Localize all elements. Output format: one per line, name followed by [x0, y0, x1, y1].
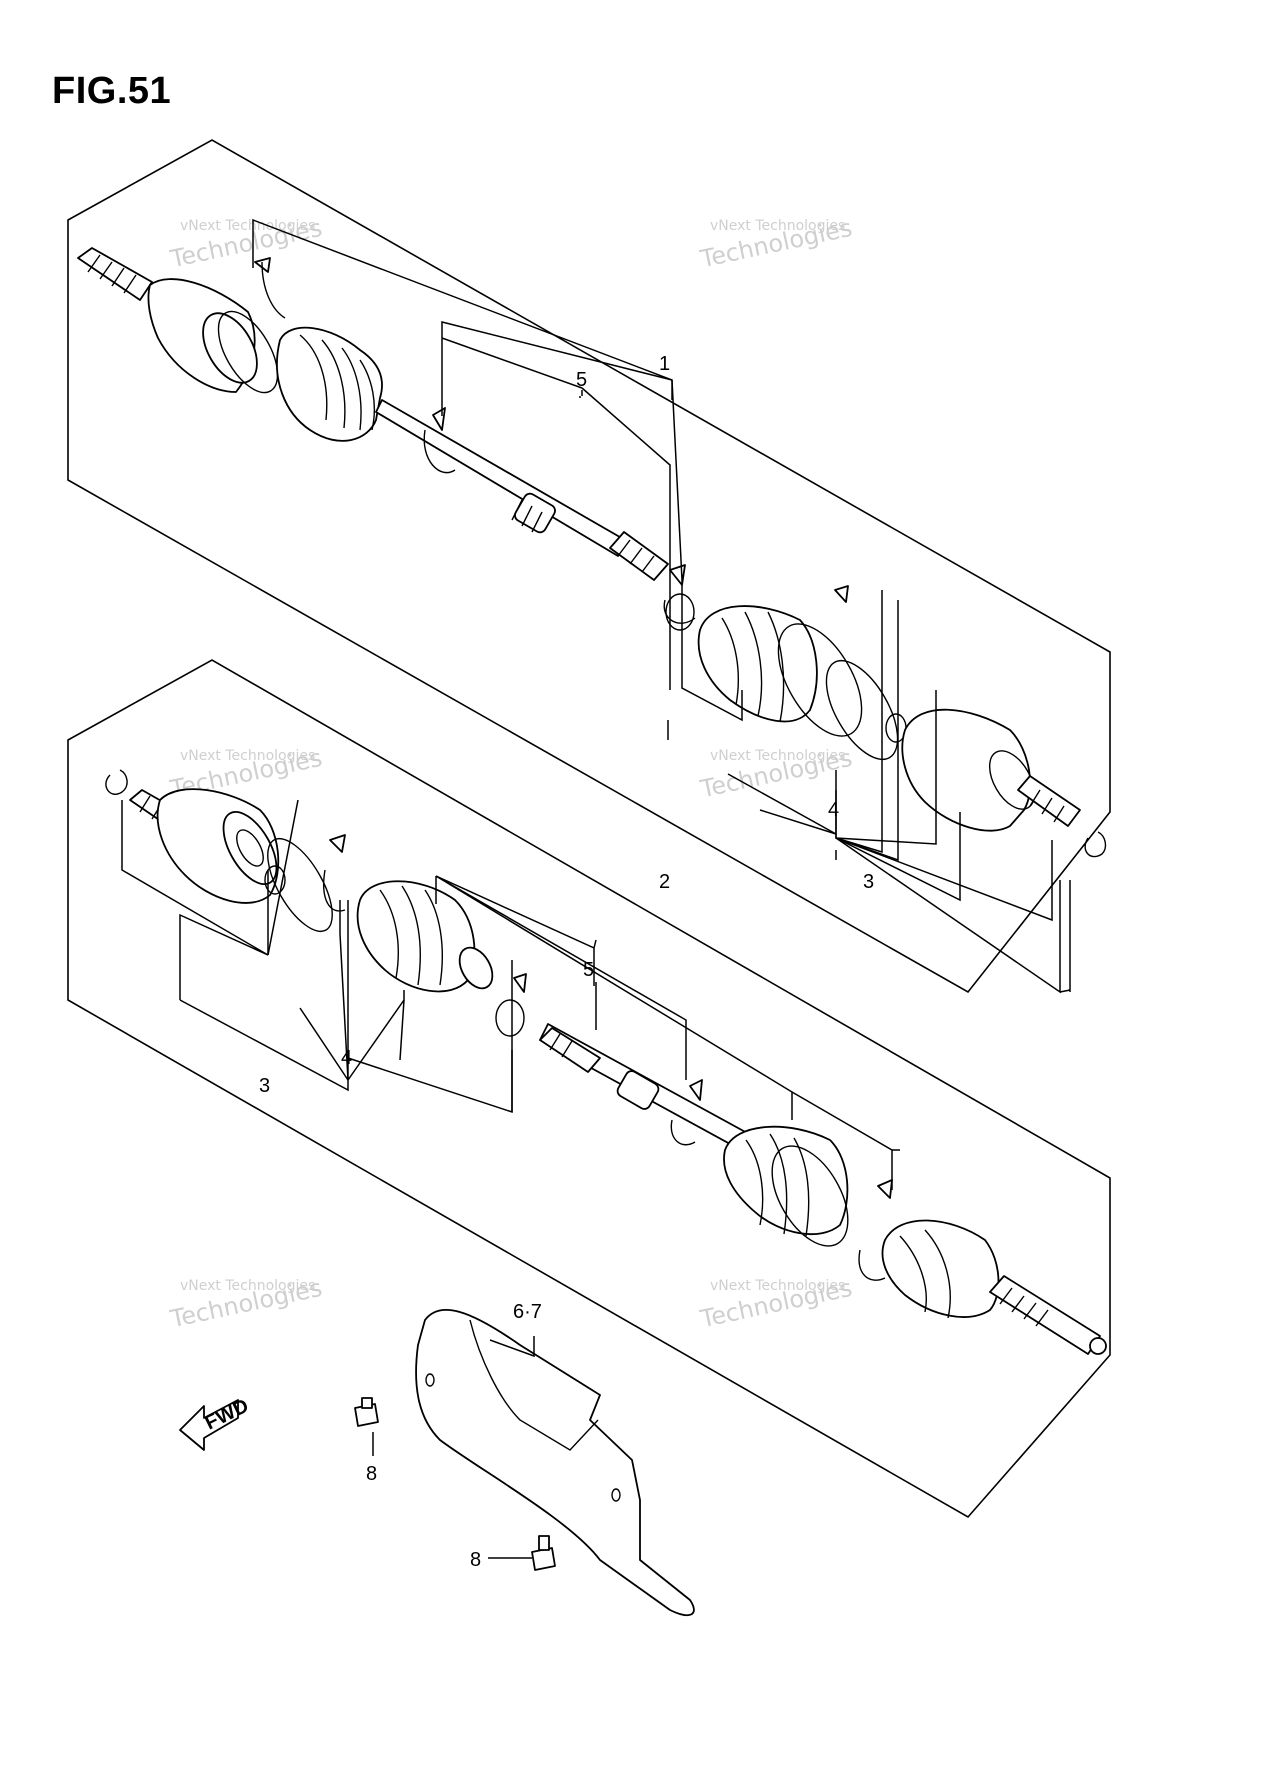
bolt-upper [354, 1397, 379, 1427]
watermark-text: vNext Technologies [180, 218, 315, 234]
callout-2: 2 [659, 871, 670, 893]
leaders-misc [372, 1336, 535, 1559]
callout-8-lower: 8 [470, 1549, 481, 1571]
shaft-bar-upper [375, 399, 626, 557]
fwd-label: FWD [202, 1395, 253, 1435]
splined-stub [1017, 775, 1081, 827]
callout-5-lower: 5 [583, 959, 594, 981]
outer-boot [276, 326, 383, 442]
watermark-text: vNext Technologies [710, 748, 845, 764]
callout-5-upper: 5 [576, 369, 587, 391]
assembly-frame-1 [67, 139, 1111, 994]
inner-boot-lower [356, 880, 476, 993]
leaders-lower [121, 799, 900, 1190]
watermark-text: vNext Technologies [180, 1278, 315, 1294]
callout-4-upper: 4 [828, 799, 839, 821]
splined-stub [77, 247, 153, 301]
inner-cv-joint-upper [901, 708, 1031, 832]
inner-boot-upper [697, 605, 818, 723]
callout-4-lower: 4 [341, 1047, 352, 1069]
watermark-text: vNext Technologies [180, 748, 315, 764]
callout-3-upper: 3 [863, 871, 874, 893]
heat-shield [415, 1308, 695, 1617]
watermark-text: vNext Technologies [710, 1278, 845, 1294]
callout-1: 1 [659, 353, 670, 375]
drive-shaft-upper [77, 247, 1107, 858]
assembly-frame-2 [67, 659, 1111, 1519]
outer-cv-joint-lower [881, 1219, 1000, 1318]
callout-6-7: 6·7 [513, 1301, 542, 1323]
callout-8-upper: 8 [366, 1463, 377, 1485]
splined-stub [609, 531, 669, 581]
callouts: 1 5 4 3 2 5 4 3 6·7 8 8 [259, 353, 874, 1571]
leaders-upper [252, 218, 1071, 994]
watermark-text: vNext Technologies [710, 218, 845, 234]
figure-title: FIG.51 [52, 70, 172, 112]
fwd-arrow: FWD [179, 1395, 253, 1451]
bolt-lower [531, 1535, 556, 1571]
drive-shaft-lower [105, 769, 1107, 1355]
callout-3-lower: 3 [259, 1075, 270, 1097]
splined-stub [539, 1027, 601, 1073]
